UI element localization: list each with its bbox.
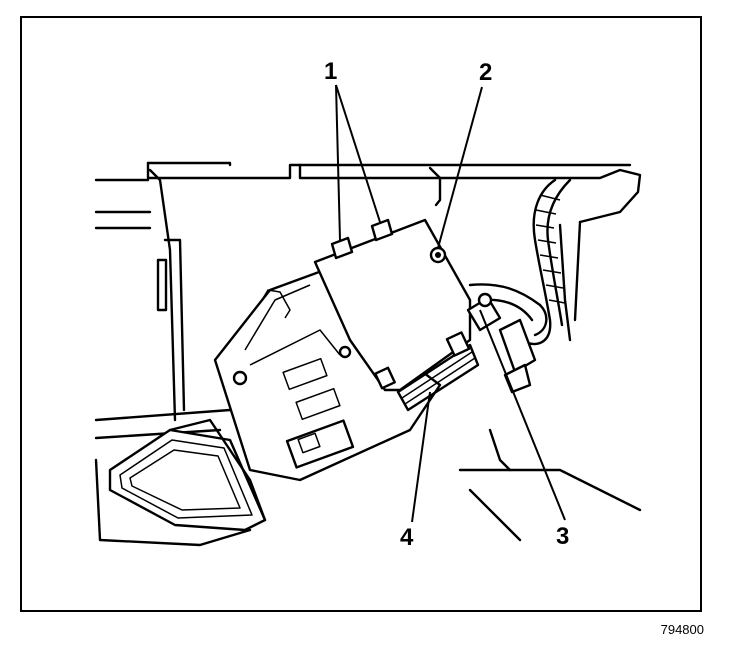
figure-number: 794800 [660, 622, 704, 637]
electronic-module [313, 218, 480, 412]
mounting-bracket [213, 266, 442, 482]
callout-1: 1 [324, 58, 338, 85]
dashboard-structure [94, 161, 642, 547]
callout-2: 2 [479, 59, 493, 86]
wiring-harness [468, 178, 572, 394]
callout-3: 3 [556, 523, 570, 550]
bracket-fastener [466, 292, 502, 332]
leader-lines [335, 84, 566, 523]
air-duct [108, 418, 267, 532]
callout-4: 4 [400, 524, 414, 551]
retaining-nut [429, 246, 447, 264]
diagram-frame [20, 16, 702, 612]
